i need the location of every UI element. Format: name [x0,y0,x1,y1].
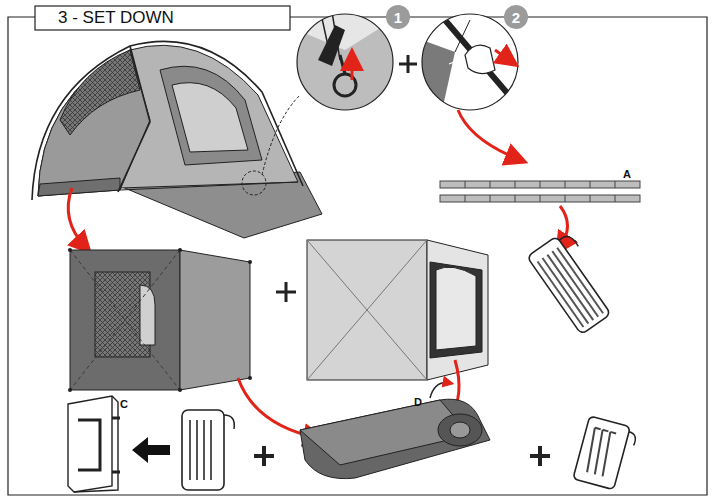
part-letter: D [414,396,422,408]
part-letter: C [120,398,128,410]
part-letter: A [623,168,631,180]
callout-number: 2 [512,10,520,25]
callout-circle: 2 [504,5,528,29]
callout-number: 1 [394,10,402,25]
section-title: 3 - SET DOWN [58,8,174,28]
callout-circle: 1 [386,5,410,29]
